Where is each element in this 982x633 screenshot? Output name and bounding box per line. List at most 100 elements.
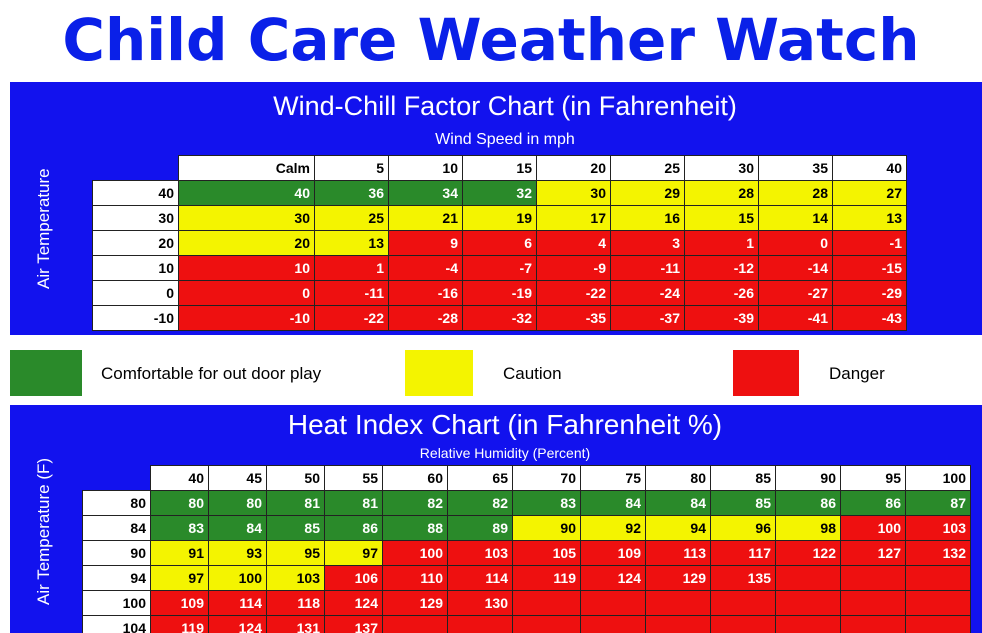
table-cell: 85 [266,515,325,541]
table-cell: -32 [462,305,537,331]
table-cell: -28 [388,305,463,331]
heat-index-panel: Heat Index Chart (in Fahrenheit %) Relat… [10,405,982,633]
row-header: 10 [92,255,179,281]
table-cell: 82 [382,490,448,516]
row-header: 94 [82,565,151,591]
table-cell [645,590,711,616]
corner-cell [83,466,151,491]
table-cell: 109 [150,590,209,616]
column-header: 30 [684,155,759,181]
table-cell: -15 [832,255,907,281]
table-cell: 110 [382,565,448,591]
table-cell [710,615,776,633]
table-cell [840,615,906,633]
column-header: 40 [832,155,907,181]
table-cell: 25 [314,205,389,231]
table-cell: 94 [645,515,711,541]
table-cell: -1 [832,230,907,256]
table-cell: 98 [775,515,841,541]
table-cell: -10 [178,305,315,331]
table-cell: 129 [382,590,448,616]
table-cell: 92 [580,515,646,541]
table-cell: 114 [447,565,513,591]
table-cell: 1 [684,230,759,256]
table-cell [580,615,646,633]
table-cell: -7 [462,255,537,281]
table-cell: 105 [512,540,581,566]
table-cell [645,615,711,633]
column-header: 100 [905,465,971,491]
table-cell: -4 [388,255,463,281]
table-cell: 97 [324,540,383,566]
table-cell: 6 [462,230,537,256]
column-header: 75 [580,465,646,491]
table-cell: 21 [388,205,463,231]
table-cell [840,590,906,616]
table-cell: 86 [840,490,906,516]
table-cell: 86 [775,490,841,516]
table-cell: 84 [645,490,711,516]
table-cell: 88 [382,515,448,541]
page-title: Child Care Weather Watch [62,6,920,74]
corner-cell [93,156,179,181]
table-cell [775,565,841,591]
wind-speed-label: Wind Speed in mph [435,131,575,148]
column-header: 45 [208,465,267,491]
table-cell: -19 [462,280,537,306]
table-cell: -41 [758,305,833,331]
column-header: 20 [536,155,611,181]
legend-danger-label: Danger [829,364,885,383]
table-cell: 85 [710,490,776,516]
column-header: 55 [324,465,383,491]
legend-red-swatch [733,350,799,396]
table-cell: -27 [758,280,833,306]
table-cell: 103 [905,515,971,541]
table-cell: 1 [314,255,389,281]
column-header: 35 [758,155,833,181]
wind-chill-title: Wind-Chill Factor Chart (in Fahrenheit) [273,91,737,121]
table-cell: 119 [150,615,209,633]
column-header: 70 [512,465,581,491]
table-cell: 91 [150,540,209,566]
table-cell: 9 [388,230,463,256]
table-cell: 30 [536,180,611,206]
table-cell: -37 [610,305,685,331]
table-cell: 95 [266,540,325,566]
row-header: 100 [82,590,151,616]
table-cell: 93 [208,540,267,566]
table-cell: 129 [645,565,711,591]
table-cell: 27 [832,180,907,206]
table-cell: -24 [610,280,685,306]
column-header: 90 [775,465,841,491]
table-cell: 83 [512,490,581,516]
table-cell: 135 [710,565,776,591]
table-cell: 82 [447,490,513,516]
table-cell: -9 [536,255,611,281]
table-cell: 109 [580,540,646,566]
table-cell [840,565,906,591]
table-cell: 81 [266,490,325,516]
table-cell: 122 [775,540,841,566]
table-cell: 124 [208,615,267,633]
table-cell [710,590,776,616]
table-cell: -14 [758,255,833,281]
table-cell: 130 [447,590,513,616]
table-cell: -35 [536,305,611,331]
row-header: -10 [92,305,179,331]
table-cell [580,590,646,616]
table-cell: 100 [382,540,448,566]
table-cell [512,590,581,616]
table-cell: 119 [512,565,581,591]
table-cell: 40 [178,180,315,206]
table-cell: 29 [610,180,685,206]
column-header: 5 [314,155,389,181]
relative-humidity-label: Relative Humidity (Percent) [419,445,591,461]
